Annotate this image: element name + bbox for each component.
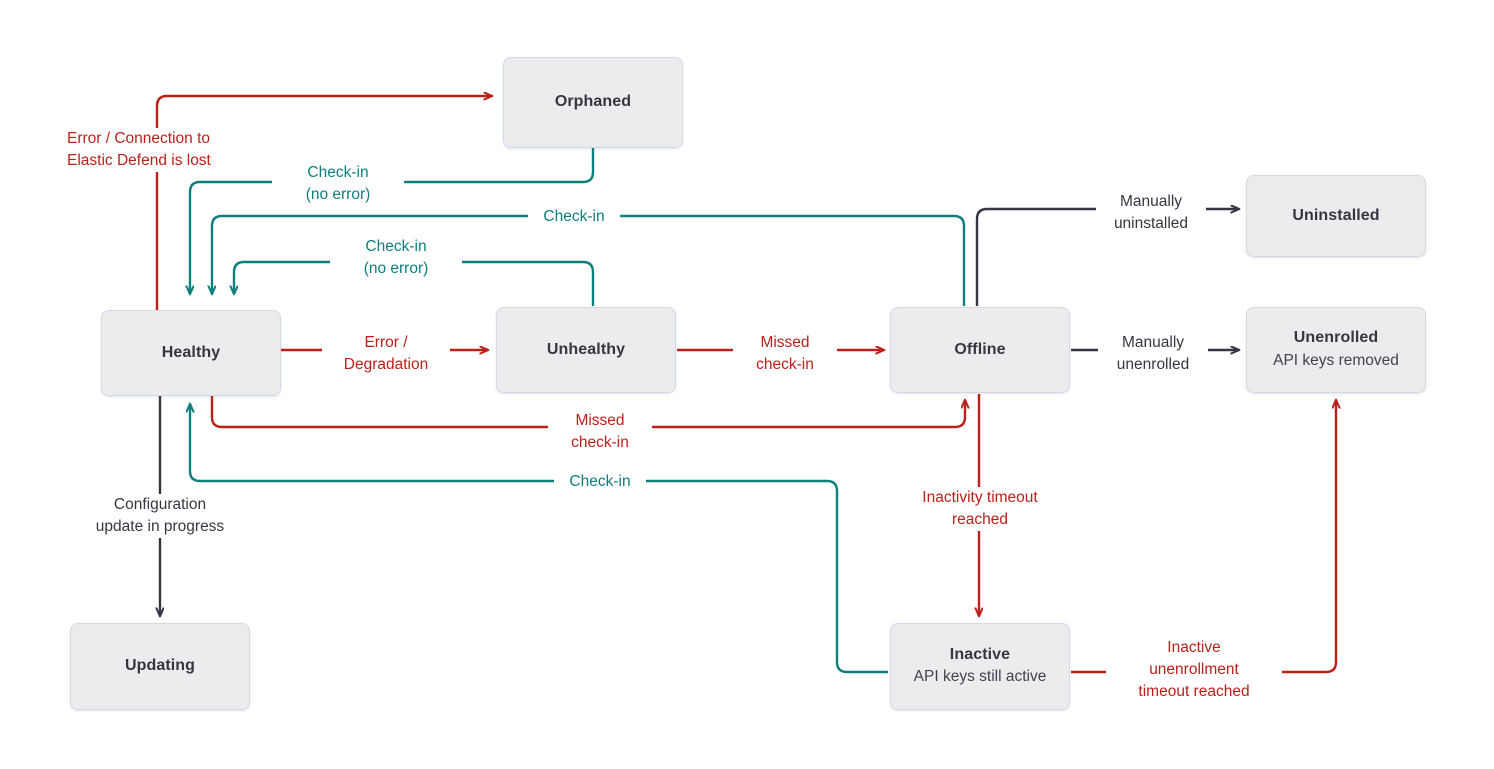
- node-unhealthy-title: Unhealthy: [546, 340, 626, 358]
- edge-label-checkin-inactive-healthy: Check-in: [554, 471, 646, 493]
- edge-inactive-to-healthy: [190, 404, 888, 674]
- edge-label-inactive-unenrollment: Inactive unenrollment timeout reached: [1106, 637, 1282, 703]
- edge-label-inactivity-timeout: Inactivity timeout reached: [896, 487, 1064, 531]
- node-uninstalled[interactable]: Uninstalled: [1246, 175, 1426, 257]
- edge-label-checkin-no-error-top: Check-in (no error): [272, 162, 404, 206]
- edge-label-config-update: Configuration update in progress: [65, 494, 255, 538]
- edge-label-manually-unenrolled: Manually unenrolled: [1098, 332, 1208, 376]
- edge-label-checkin-no-error-mid: Check-in (no error): [330, 236, 462, 280]
- node-unhealthy[interactable]: Unhealthy: [496, 307, 676, 393]
- node-offline-title: Offline: [954, 340, 1006, 358]
- node-offline[interactable]: Offline: [890, 307, 1070, 393]
- edge-label-error-degradation: Error / Degradation: [322, 332, 450, 376]
- edge-label-manually-uninstalled: Manually uninstalled: [1096, 191, 1206, 235]
- node-healthy-title: Healthy: [161, 343, 221, 361]
- node-orphaned[interactable]: Orphaned: [503, 57, 683, 148]
- edge-healthy-to-orphaned: [155, 96, 492, 310]
- edge-label-missed-checkin-healthy: Missed check-in: [548, 410, 652, 454]
- node-inactive-subtitle: API keys still active: [913, 668, 1047, 686]
- edge-label-checkin-offline-healthy: Check-in: [528, 206, 620, 228]
- node-inactive-title: Inactive: [949, 645, 1011, 663]
- node-updating[interactable]: Updating: [70, 623, 250, 710]
- node-healthy[interactable]: Healthy: [101, 310, 281, 396]
- edge-label-missed-checkin-unhealthy: Missed check-in: [733, 332, 837, 376]
- edge-label-error-connection-lost: Error / Connection to Elastic Defend is …: [62, 128, 262, 172]
- node-unenrolled[interactable]: Unenrolled API keys removed: [1246, 307, 1426, 393]
- node-updating-title: Updating: [124, 657, 196, 675]
- node-unenrolled-subtitle: API keys removed: [1273, 351, 1399, 369]
- node-uninstalled-title: Uninstalled: [1292, 206, 1380, 224]
- edge-inactive-to-unenrolled: [1071, 400, 1336, 674]
- node-unenrolled-title: Unenrolled: [1293, 329, 1379, 347]
- node-inactive[interactable]: Inactive API keys still active: [890, 623, 1070, 710]
- node-orphaned-title: Orphaned: [554, 93, 632, 111]
- edge-offline-to-uninstalled: [975, 209, 1239, 306]
